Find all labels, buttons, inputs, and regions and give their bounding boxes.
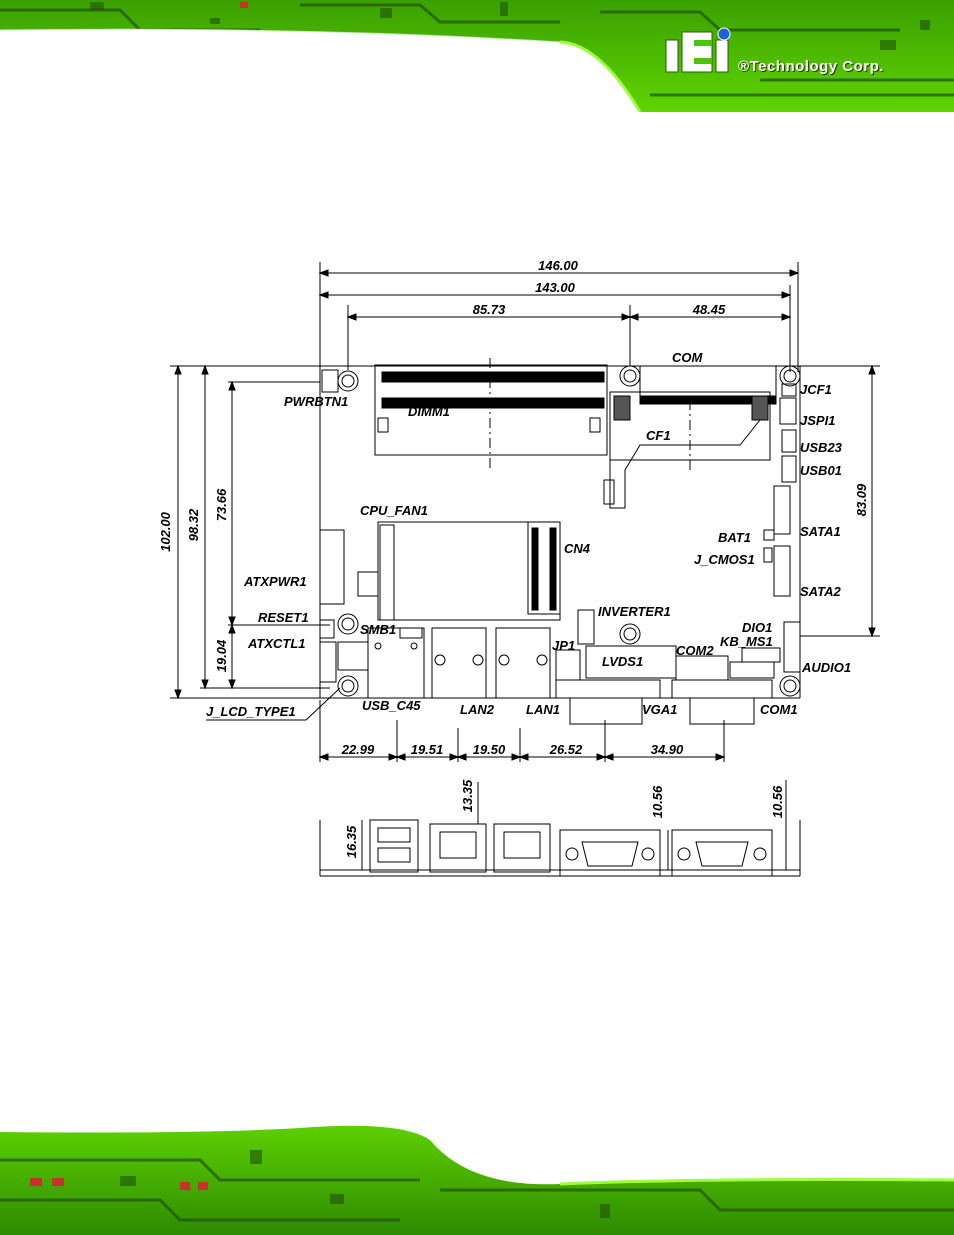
dim-rear-usb: 16.35 [344,825,359,858]
dim-bottom-1: 22.99 [341,742,375,757]
label-dimm1: DIMM1 [408,404,450,419]
label-dio1: DIO1 [742,620,772,635]
label-cn4: CN4 [564,541,591,556]
dim-bottom-3: 19.50 [473,742,506,757]
label-usb-c45: USB_C45 [362,698,421,713]
label-cpu-fan1: CPU_FAN1 [360,503,428,518]
label-sata2: SATA2 [800,584,841,599]
label-inverter1: INVERTER1 [598,604,671,619]
board-dimension-diagram: 146.00 143.00 85.73 48.45 102.00 98.32 7… [158,258,880,877]
dim-height-holes: 98.32 [186,508,201,541]
label-com: COM [672,350,704,365]
dim-height-right: 83.09 [854,483,869,516]
label-atxpwr1: ATXPWR1 [243,574,307,589]
label-lvds1: LVDS1 [602,654,643,669]
dim-height-overall: 102.00 [158,511,173,552]
label-smb1: SMB1 [360,622,396,637]
dim-width-com: 48.45 [692,302,726,317]
label-bat1: BAT1 [718,530,751,545]
label-com2: COM2 [676,643,714,658]
label-j-cmos1: J_CMOS1 [694,552,755,567]
dim-height-lower: 19.04 [214,639,229,672]
header-banner [0,0,954,112]
label-com1: COM1 [760,702,798,717]
label-lan1: LAN1 [526,702,560,717]
label-reset1: RESET1 [258,610,309,625]
label-jcf1: JCF1 [800,382,832,397]
label-sata1: SATA1 [800,524,841,539]
iei-logo [665,27,731,73]
label-j-lcd-type1: J_LCD_TYPE1 [206,704,296,719]
label-vga1: VGA1 [642,702,677,717]
label-usb01: USB01 [800,463,842,478]
label-jspi1: JSPI1 [800,413,835,428]
label-usb23: USB23 [800,440,843,455]
dim-rear-com: 10.56 [770,785,785,818]
label-kb-ms1: KB_MS1 [720,634,773,649]
dim-rear-lan: 13.35 [460,779,475,812]
dim-width-holes: 143.00 [535,280,576,295]
label-cf1: CF1 [646,428,671,443]
dim-width-overall: 146.00 [538,258,579,273]
dim-bottom-5: 34.90 [651,742,684,757]
dim-rear-vga: 10.56 [650,785,665,818]
label-audio1: AUDIO1 [801,660,851,675]
label-lan2: LAN2 [460,702,495,717]
dim-bottom-2: 19.51 [411,742,444,757]
dim-bottom-4: 26.52 [549,742,583,757]
label-jp1: JP1 [552,638,575,653]
footer-banner [0,1120,954,1235]
dim-width-dimm: 85.73 [473,302,506,317]
dim-height-upper: 73.66 [214,488,229,521]
label-pwrbtn1: PWRBTN1 [284,394,348,409]
label-atxctl1: ATXCTL1 [247,636,306,651]
brand-tagline: ®Technology Corp. [738,58,884,75]
